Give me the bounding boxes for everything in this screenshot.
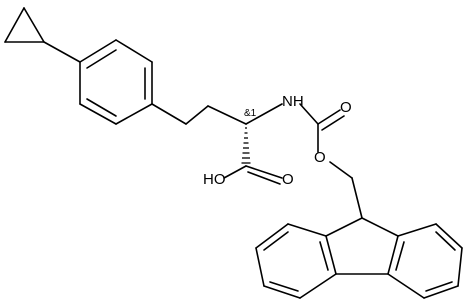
carboxylic-acid	[223, 165, 283, 185]
cyclopropyl-phenyl-bond	[43, 41, 81, 63]
carbamate-ester-oxygen-label: O	[314, 149, 326, 166]
fluorenyl-system	[255, 217, 463, 299]
phenyl-ring	[79, 39, 153, 125]
carboxyl-oxygen-label: O	[282, 171, 294, 188]
cyclopropyl-ring	[4, 7, 45, 43]
hydroxyl-label: HO	[203, 171, 226, 188]
ca-nh-bond	[245, 103, 283, 125]
carbamate	[299, 103, 363, 219]
side-chain	[151, 103, 247, 125]
hashed-wedge-bond	[241, 127, 251, 164]
nh-label: NH	[282, 93, 304, 110]
carbamate-carbonyl-oxygen-label: O	[340, 99, 352, 116]
stereo-descriptor-label: &1	[244, 108, 257, 119]
